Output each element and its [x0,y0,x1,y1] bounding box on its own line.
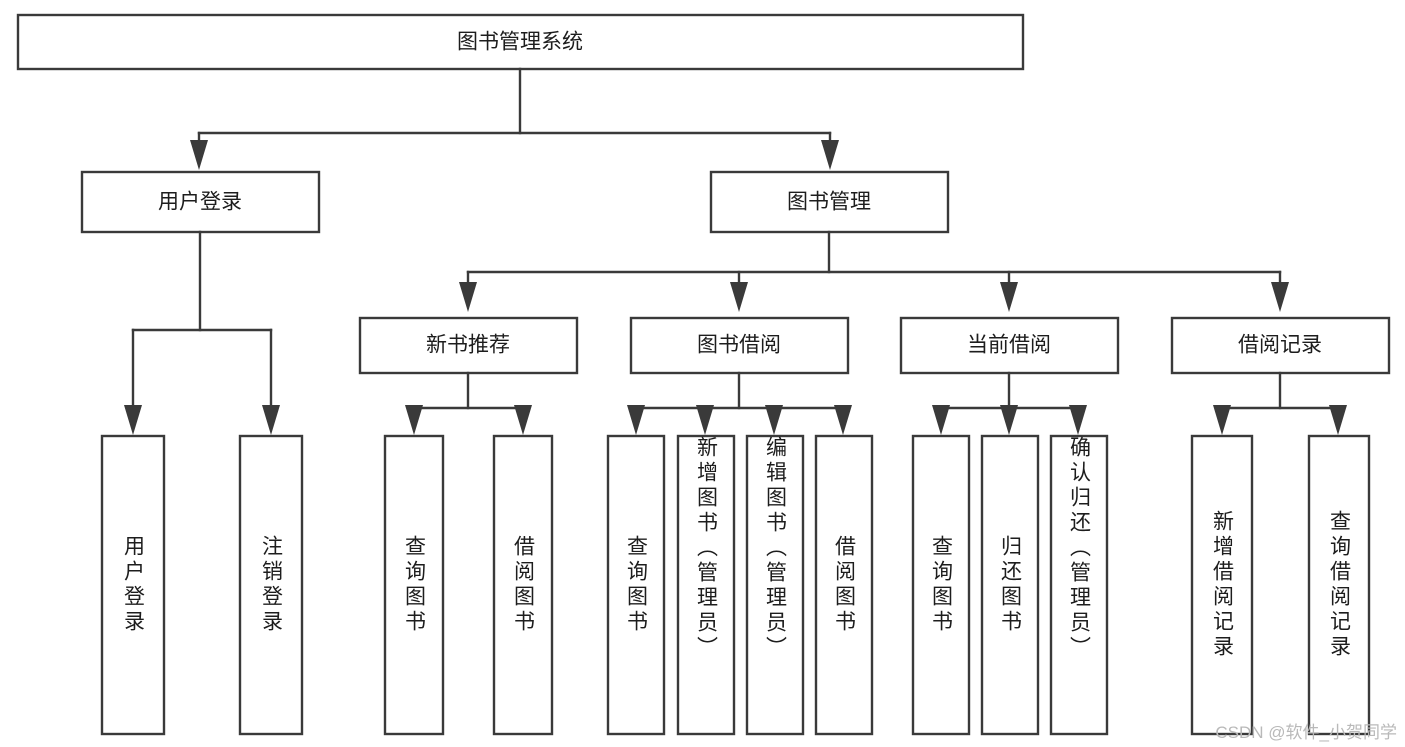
arrow-head-leaf-borrow-book-2 [834,405,852,435]
node-borrow-record[interactable]: 借阅记录 [1170,316,1391,375]
node-current-borrow-label: 当前借阅 [967,334,1051,357]
leaf-query-record-box[interactable] [1307,434,1371,736]
node-root-box[interactable] [16,13,1025,71]
leaf-user-login-box[interactable] [100,434,166,736]
leaf-user-logout-box[interactable] [238,434,304,736]
arrow-head-leaf-borrow-book-1 [514,405,532,435]
node-current-borrow[interactable]: 当前借阅 [899,316,1120,375]
node-book-manage-box[interactable] [709,170,950,234]
arrow-head-leaf-add-record [1213,405,1231,435]
leaf-confirm-return-box[interactable] [1049,434,1109,736]
node-book-manage[interactable]: 图书管理 [709,170,950,234]
node-root-label: 图书管理系统 [457,31,583,54]
arrow-head-current-borrow [1000,282,1018,312]
node-user-login-label: 用户登录 [158,191,242,214]
arrow-head-borrow-record [1271,282,1289,312]
arrow-head-leaf-add-book [696,405,714,435]
node-current-borrow-box[interactable] [899,316,1120,375]
node-new-book-recommend-label: 新书推荐 [426,334,510,357]
arrow-head-leaf-query-book-1 [405,405,423,435]
leaf-query-book-2-box[interactable] [606,434,666,736]
arrow-head-book-borrow [730,282,748,312]
node-new-book-recommend[interactable]: 新书推荐 [358,316,579,375]
arrow-head-leaf-query-book-3 [932,405,950,435]
leaf-add-record-box[interactable] [1190,434,1254,736]
arrow-head-new-book-recommend [459,282,477,312]
node-root[interactable]: 图书管理系统 [16,13,1025,71]
arrow-head-leaf-user-login [124,405,142,435]
arrow-head-leaf-user-logout [262,405,280,435]
arrow-head-leaf-confirm-return [1069,405,1087,435]
node-book-borrow-label: 图书借阅 [697,334,781,357]
arrow-head-leaf-query-record [1329,405,1347,435]
arrow-head-leaf-return-book [1000,405,1018,435]
node-user-login[interactable]: 用户登录 [80,170,321,234]
arrow-head-bookmanage [821,140,839,170]
node-book-borrow[interactable]: 图书借阅 [629,316,850,375]
leaf-return-book-box[interactable] [980,434,1040,736]
node-book-borrow-box[interactable] [629,316,850,375]
leaf-query-book-3-box[interactable] [911,434,971,736]
leaf-edit-book-box[interactable] [745,434,805,736]
leaf-borrow-book-1-box[interactable] [492,434,554,736]
leaf-add-book-box[interactable] [676,434,736,736]
arrow-head-leaf-query-book-2 [627,405,645,435]
node-borrow-record-box[interactable] [1170,316,1391,375]
node-borrow-record-label: 借阅记录 [1238,334,1322,357]
leaf-borrow-book-2-box[interactable] [814,434,874,736]
node-book-manage-label: 图书管理 [787,191,871,214]
node-new-book-recommend-box[interactable] [358,316,579,375]
arrow-head-userlogin [190,140,208,170]
leaf-query-book-1-box[interactable] [383,434,445,736]
arrow-head-leaf-edit-book [765,405,783,435]
